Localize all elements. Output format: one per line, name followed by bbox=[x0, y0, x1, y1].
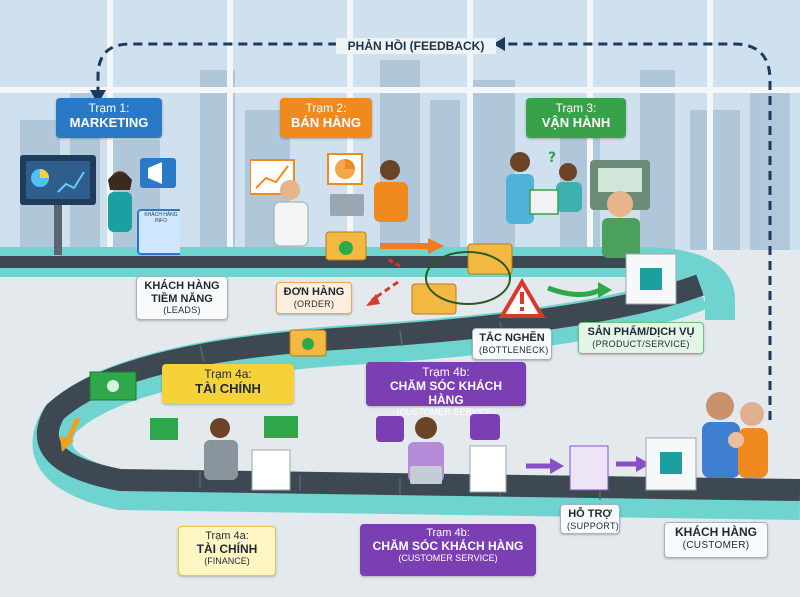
leads-tag-line2: TIỀM NĂNG bbox=[151, 292, 213, 305]
station-1-number: Trạm 1: bbox=[88, 101, 130, 115]
red-arrow-icon bbox=[366, 294, 380, 306]
product-tag: SẢN PHẨM/DỊCH VỤ (PRODUCT/SERVICE) bbox=[578, 322, 704, 354]
station-3-label: Trạm 3: VẬN HÀNH bbox=[526, 98, 626, 138]
support-agent bbox=[415, 417, 437, 439]
sales-illustration bbox=[250, 153, 408, 247]
station-4a-name: TÀI CHÍNH bbox=[195, 380, 261, 396]
marketing-illustration bbox=[20, 155, 180, 255]
bottleneck-tag-line1: TẮC NGHẼN bbox=[479, 332, 545, 344]
customer-service-caption-en: (CUSTOMER SERVICE) bbox=[398, 553, 498, 564]
station-1-name: MARKETING bbox=[69, 114, 149, 130]
station-2-label: Trạm 2: BÁN HÀNG bbox=[280, 98, 372, 138]
stressed-worker bbox=[607, 191, 633, 217]
station-4b-subtitle: (CUSTOMER SERVICE) bbox=[396, 407, 496, 418]
svg-text:?: ? bbox=[548, 150, 556, 166]
leads-tag: KHÁCH HÀNG TIỀM NĂNG (LEADS) bbox=[136, 276, 228, 320]
leads-tag-en: (LEADS) bbox=[163, 305, 201, 316]
lower-stations-illustration bbox=[89, 371, 768, 493]
finance-caption-number: Trạm 4a: bbox=[205, 530, 249, 542]
ticket-document-icon bbox=[469, 445, 507, 493]
support-document-icon bbox=[569, 445, 609, 491]
laptop-icon-cs bbox=[410, 466, 442, 484]
bottleneck-tag: TẮC NGHẼN (BOTTLENECK) bbox=[472, 328, 552, 360]
chat-icon bbox=[470, 414, 500, 440]
customer-family bbox=[706, 392, 734, 420]
station-3-name: VẬN HÀNH bbox=[541, 114, 611, 130]
feedback-label: PHẢN HỒI (FEEDBACK) bbox=[336, 38, 496, 54]
station-4a-label: Trạm 4a: TÀI CHÍNH bbox=[162, 364, 294, 404]
bottleneck-tag-en: (BOTTLENECK) bbox=[479, 344, 549, 355]
support-tag: HỖ TRỢ (SUPPORT) bbox=[560, 504, 620, 534]
station-1-label: Trạm 1: MARKETING bbox=[56, 98, 162, 138]
finance-caption-name: TÀI CHÍNH bbox=[196, 541, 258, 556]
folder-pile-icon bbox=[467, 243, 513, 275]
station-4a-number: Trạm 4a: bbox=[204, 367, 252, 381]
order-tag-en: (ORDER) bbox=[293, 298, 335, 309]
station-3-number: Trạm 3: bbox=[555, 101, 597, 115]
headset-icon bbox=[376, 416, 404, 442]
purple-arrow-icon bbox=[550, 458, 564, 474]
down-arrow-icon bbox=[60, 436, 74, 452]
customer-tag: KHÁCH HÀNG (CUSTOMER) bbox=[664, 522, 768, 558]
customer-tag-en: (CUSTOMER) bbox=[682, 539, 750, 551]
station-4b-label: Trạm 4b: CHĂM SÓC KHÁCH HÀNG (CUSTOMER S… bbox=[366, 362, 526, 417]
green-arrow-icon bbox=[598, 282, 612, 298]
finance-caption: Trạm 4a: TÀI CHÍNH (FINANCE) bbox=[178, 526, 276, 576]
document-icon bbox=[251, 449, 291, 491]
support-tag-en: (SUPPORT) bbox=[567, 520, 620, 531]
customer-info-card bbox=[137, 209, 180, 255]
station-4b-number: Trạm 4b: bbox=[422, 365, 470, 379]
station-4b-name: CHĂM SÓC KHÁCH HÀNG bbox=[390, 378, 502, 407]
order-tag: ĐƠN HÀNG (ORDER) bbox=[276, 282, 352, 314]
station-2-name: BÁN HÀNG bbox=[290, 114, 362, 130]
customer-service-caption-name: CHĂM SÓC KHÁCH HÀNG bbox=[372, 538, 524, 553]
order-tag-line1: ĐƠN HÀNG bbox=[283, 286, 345, 298]
customer-info-card-title: KHÁCH HÀNG INFO bbox=[144, 212, 178, 224]
product-tag-en: (PRODUCT/SERVICE) bbox=[592, 338, 690, 349]
finance-worker bbox=[210, 418, 230, 438]
product-box-icon bbox=[529, 189, 559, 215]
customer-service-caption-number: Trạm 4b: bbox=[426, 527, 470, 539]
customer-service-caption: Trạm 4b: CHĂM SÓC KHÁCH HÀNG (CUSTOMER S… bbox=[360, 524, 536, 576]
orange-arrow-icon bbox=[428, 238, 444, 254]
station-2-number: Trạm 2: bbox=[305, 101, 347, 115]
finance-caption-en: (FINANCE) bbox=[204, 556, 250, 567]
laptop-icon bbox=[330, 194, 364, 216]
product-tag-line1: SẢN PHẨM/DỊCH VỤ bbox=[587, 326, 695, 338]
leads-tag-line1: KHÁCH HÀNG bbox=[144, 280, 220, 292]
money-icon-small bbox=[150, 418, 178, 440]
operations-illustration: ? bbox=[506, 150, 650, 258]
support-tag-line1: HỖ TRỢ bbox=[568, 508, 612, 520]
customer-tag-line1: KHÁCH HÀNG bbox=[675, 525, 757, 539]
